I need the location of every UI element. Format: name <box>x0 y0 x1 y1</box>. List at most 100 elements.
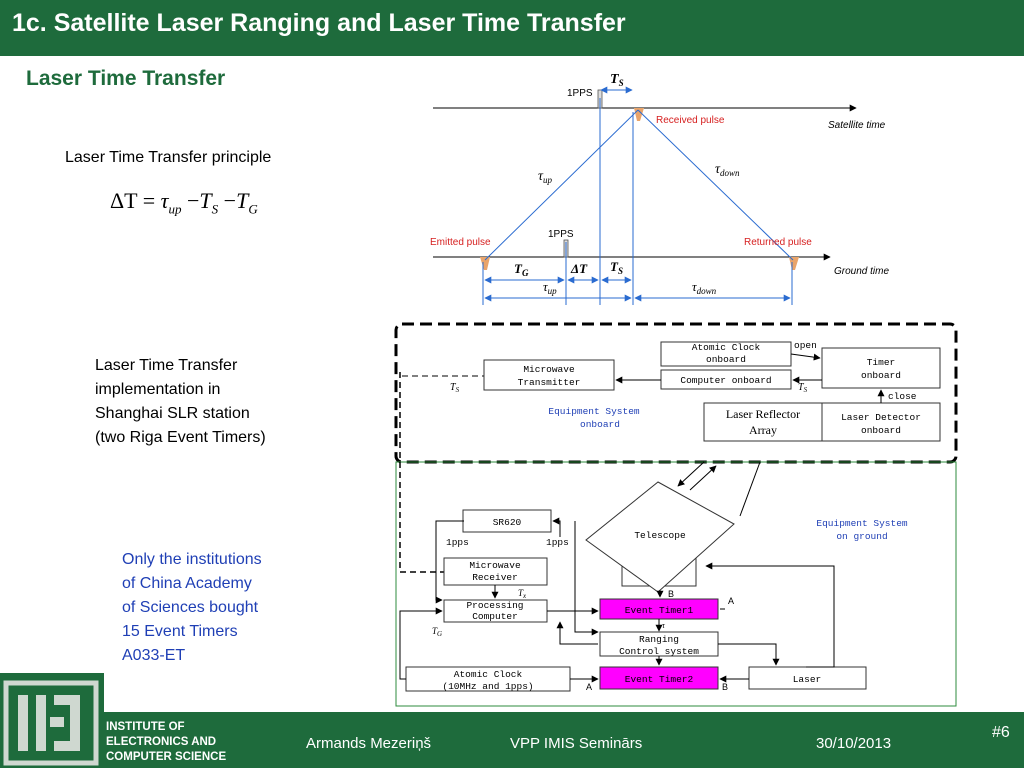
impl-line: Shanghai SLR station <box>95 405 250 422</box>
slide-number: #6 <box>992 724 1010 741</box>
event-timer2-label: Event Timer2 <box>625 674 694 685</box>
event-timer1-label: Event Timer1 <box>625 605 694 616</box>
equip-ground-l1: Equipment System <box>816 518 908 529</box>
clock-to-timer <box>790 353 821 361</box>
impl-line: (two Riga Event Timers) <box>95 429 266 446</box>
returned-pulse-mark <box>789 257 799 270</box>
b2-label: B <box>722 682 728 692</box>
principle-label: Laser Time Transfer principle <box>65 149 272 166</box>
implementation-text: Laser Time Transfer implementation in Sh… <box>95 354 335 450</box>
ground-frame <box>395 461 957 707</box>
slide-title: 1c. Satellite Laser Ranging and Laser Ti… <box>12 9 626 37</box>
laser-label: Laser <box>793 674 822 685</box>
telescope-label: Telescope <box>634 530 686 541</box>
ts-bottom-label: TS <box>610 259 623 276</box>
formula-ts-sub: S <box>211 201 219 217</box>
reflector-l1: Laser Reflector <box>726 407 800 421</box>
tau-mark: τ <box>662 621 666 630</box>
atomic-clock-ground-box <box>405 666 571 692</box>
processing-l1: Processing <box>466 600 523 611</box>
ltt-formula: ΔT = τup −TS −TG <box>110 188 258 217</box>
reflector-l2: Array <box>749 423 777 437</box>
diagrams-canvas: 1PPS TS Received pulse Satellite time τu… <box>394 72 958 707</box>
title-bar: 1c. Satellite Laser Ranging and Laser Ti… <box>0 0 1024 56</box>
microwave-receiver-box <box>443 557 548 586</box>
received-pulse-label: Received pulse <box>656 115 725 126</box>
inst-line: COMPUTER SCIENCE <box>106 751 227 763</box>
formula-eq: = <box>142 188 156 213</box>
china-note: Only the institutions of China Academy o… <box>122 548 322 668</box>
timer-onboard-l2: onboard <box>861 370 901 381</box>
mw-tx-l1: Microwave <box>523 364 575 375</box>
formula-delta: ΔT <box>110 188 138 213</box>
formula-minus2: − <box>223 188 237 213</box>
ts-a-label: TS <box>450 382 460 394</box>
formula-ts: T <box>199 188 212 213</box>
ranging-l2: Control system <box>619 646 699 657</box>
atomic-onboard-l2: onboard <box>706 354 746 365</box>
tau-up2-label: τup <box>543 279 557 296</box>
uplink-path <box>484 109 639 261</box>
ts-b-label: TS <box>798 382 808 394</box>
b1-label: B <box>668 589 674 599</box>
footer-date: 30/10/2013 <box>816 735 892 752</box>
beam-down <box>677 461 705 487</box>
ground-time-label: Ground time <box>834 266 889 277</box>
close-label: close <box>888 391 917 402</box>
dt-label: ΔT <box>570 261 588 276</box>
formula-minus1: − <box>187 188 200 213</box>
logo-mark <box>3 680 99 766</box>
satellite-time-label: Satellite time <box>828 120 886 131</box>
a2-label: A <box>586 682 592 692</box>
ranging-l1: Ranging <box>639 634 679 645</box>
processing-l2: Computer <box>472 611 518 622</box>
china-line: A033-ET <box>122 647 186 664</box>
tau-down-label: τdown <box>715 162 740 178</box>
microwave-transmitter-box <box>483 359 615 391</box>
atomic-ground-l2: (10MHz and 1pps) <box>442 681 533 692</box>
detector-l1: Laser Detector <box>841 412 921 423</box>
pps-left-label: 1pps <box>446 537 469 548</box>
section-subtitle: Laser Time Transfer <box>26 67 226 90</box>
dashed-link <box>399 372 444 573</box>
china-line: 15 Event Timers <box>122 623 238 640</box>
tx-label: Tx <box>518 588 527 600</box>
atomic-ground-l1: Atomic Clock <box>454 669 523 680</box>
impl-line: implementation in <box>95 381 221 398</box>
tg-label: TG <box>514 261 529 278</box>
emitted-pulse-mark <box>480 257 490 270</box>
tau-up-label: τup <box>538 169 553 185</box>
pps-to-sr620 <box>552 517 561 537</box>
china-line: Only the institutions <box>122 551 262 568</box>
downlink-path <box>637 109 794 261</box>
impl-line: Laser Time Transfer <box>95 357 238 374</box>
equip-onboard-l2: onboard <box>580 419 620 430</box>
formula-tg-sub: G <box>248 201 258 217</box>
formula-tau-sub: up <box>168 201 182 217</box>
computer-onboard-label: Computer onboard <box>680 375 771 386</box>
institute-name: INSTITUTE OF ELECTRONICS AND COMPUTER SC… <box>106 720 226 765</box>
mw-rx-l2: Receiver <box>472 572 518 583</box>
beam-up <box>689 465 717 491</box>
sr620-line <box>574 521 599 636</box>
equip-onboard-l1: Equipment System <box>548 406 640 417</box>
china-line: of China Academy <box>122 575 252 592</box>
block-diagram: Atomic Clock onboard open Timer onboard … <box>394 322 958 707</box>
beam-line <box>739 461 761 517</box>
atomic-onboard-l1: Atomic Clock <box>692 342 761 353</box>
open-label: open <box>794 340 817 351</box>
timing-diagram: 1PPS TS Received pulse Satellite time τu… <box>430 72 889 305</box>
pps-right-label: 1pps <box>546 537 569 548</box>
mw-rx-l1: Microwave <box>469 560 521 571</box>
ranging-to-proc <box>556 621 598 645</box>
emitted-pulse-label: Emitted pulse <box>430 237 491 248</box>
onboard-frame <box>394 322 958 464</box>
laser-to-telescope <box>705 562 835 668</box>
returned-pulse-label: Returned pulse <box>744 237 812 248</box>
footer-bar <box>0 712 1024 768</box>
tg-block-label: TG <box>432 626 442 638</box>
event-timer2-box <box>599 666 719 690</box>
pps-bottom-label: 1PPS <box>548 229 574 240</box>
a1-label: A <box>728 596 734 606</box>
timer-onboard-l1: Timer <box>867 357 896 368</box>
